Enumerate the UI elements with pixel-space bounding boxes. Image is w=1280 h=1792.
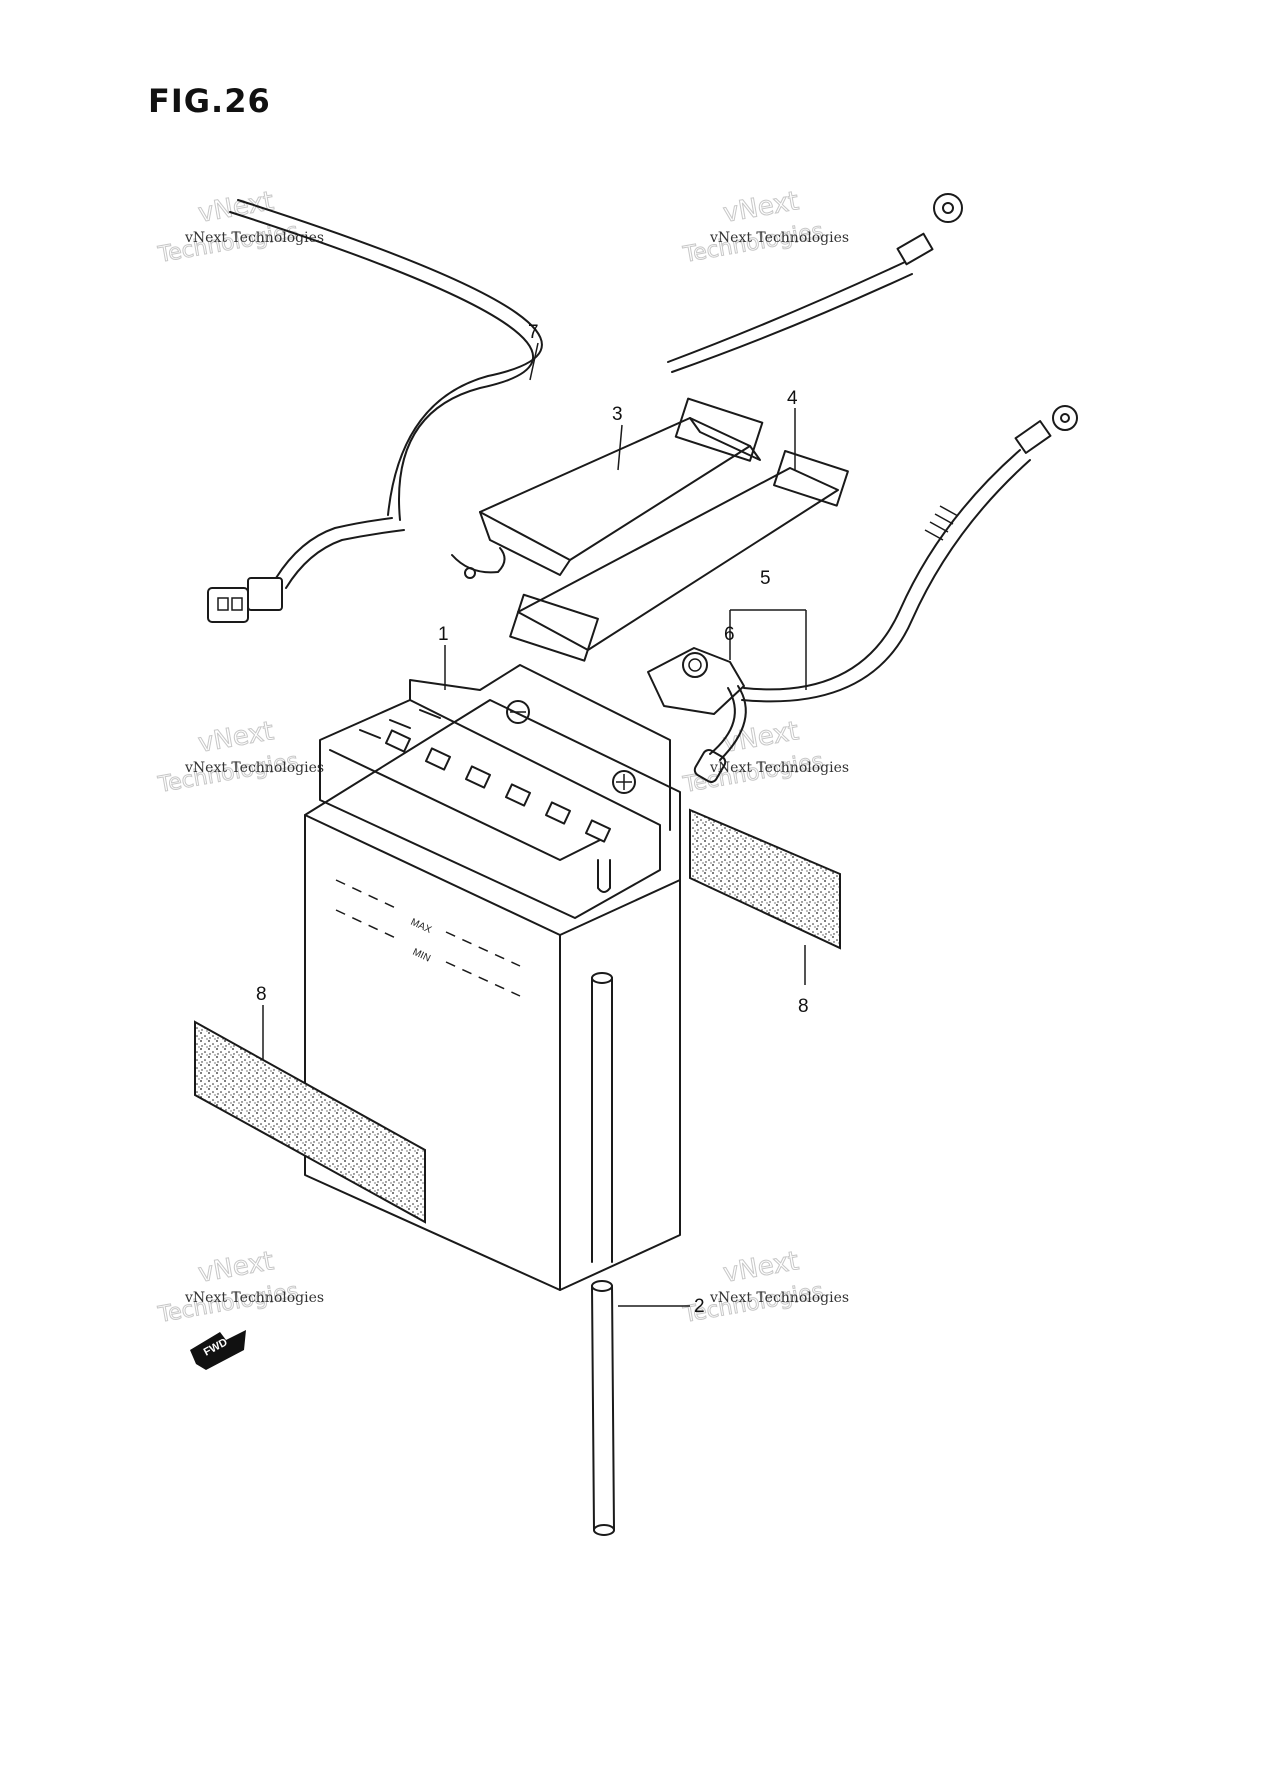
- watermark-line1: vNext Technologies: [184, 230, 324, 246]
- callout-7: 7: [528, 322, 539, 343]
- part-5-cable: [693, 405, 1078, 783]
- watermark-bottom-left: vNext Technologies vNext Technologies: [155, 1246, 324, 1329]
- part-7-cable: [207, 193, 963, 623]
- watermark-line1: vNext Technologies: [184, 1290, 324, 1306]
- part-2-breather-hose: [591, 972, 615, 1536]
- callout-8-left: 8: [256, 984, 267, 1005]
- watermark-line2: vNext: [196, 716, 276, 759]
- watermark-line2: vNext: [196, 1246, 276, 1289]
- watermark-line1: vNext Technologies: [709, 760, 849, 776]
- watermark-line1: vNext Technologies: [709, 1290, 849, 1306]
- callout-4: 4: [787, 388, 798, 409]
- callout-6: 6: [724, 624, 735, 645]
- callout-5: 5: [760, 568, 771, 589]
- part-6-terminal-cover: [647, 647, 745, 715]
- part-3-strap: [479, 397, 764, 576]
- figure-title: FIG.26: [148, 82, 271, 120]
- part-1-battery: MAX MIN: [304, 664, 681, 1291]
- fwd-arrow-icon: FWD: [190, 1330, 246, 1370]
- part-8-pad-left: [194, 1020, 426, 1224]
- callout-1: 1: [438, 624, 449, 645]
- max-level-label: MAX: [409, 917, 434, 936]
- watermark-mid-left: vNext Technologies vNext Technologies: [155, 716, 324, 799]
- watermark-bottom-right: vNext Technologies vNext Technologies: [680, 1246, 849, 1329]
- callout-3: 3: [612, 404, 623, 425]
- callout-8-right: 8: [798, 996, 809, 1017]
- watermark-line2: vNext: [721, 186, 801, 229]
- watermark-line1: vNext Technologies: [709, 230, 849, 246]
- watermark-line1: vNext Technologies: [184, 760, 324, 776]
- watermark-mid-right: vNext Technologies vNext Technologies: [680, 716, 849, 799]
- min-level-label: MIN: [411, 947, 432, 965]
- watermark-top-left: vNext Technologies vNext Technologies: [155, 186, 324, 269]
- callout-2: 2: [694, 1296, 705, 1317]
- part-8-pad-right: [689, 808, 841, 950]
- leader-lines: [262, 342, 807, 1307]
- part-4-strap: [509, 449, 849, 662]
- watermark-line2: vNext: [721, 1246, 801, 1289]
- watermark-top-right: vNext Technologies vNext Technologies: [680, 186, 849, 269]
